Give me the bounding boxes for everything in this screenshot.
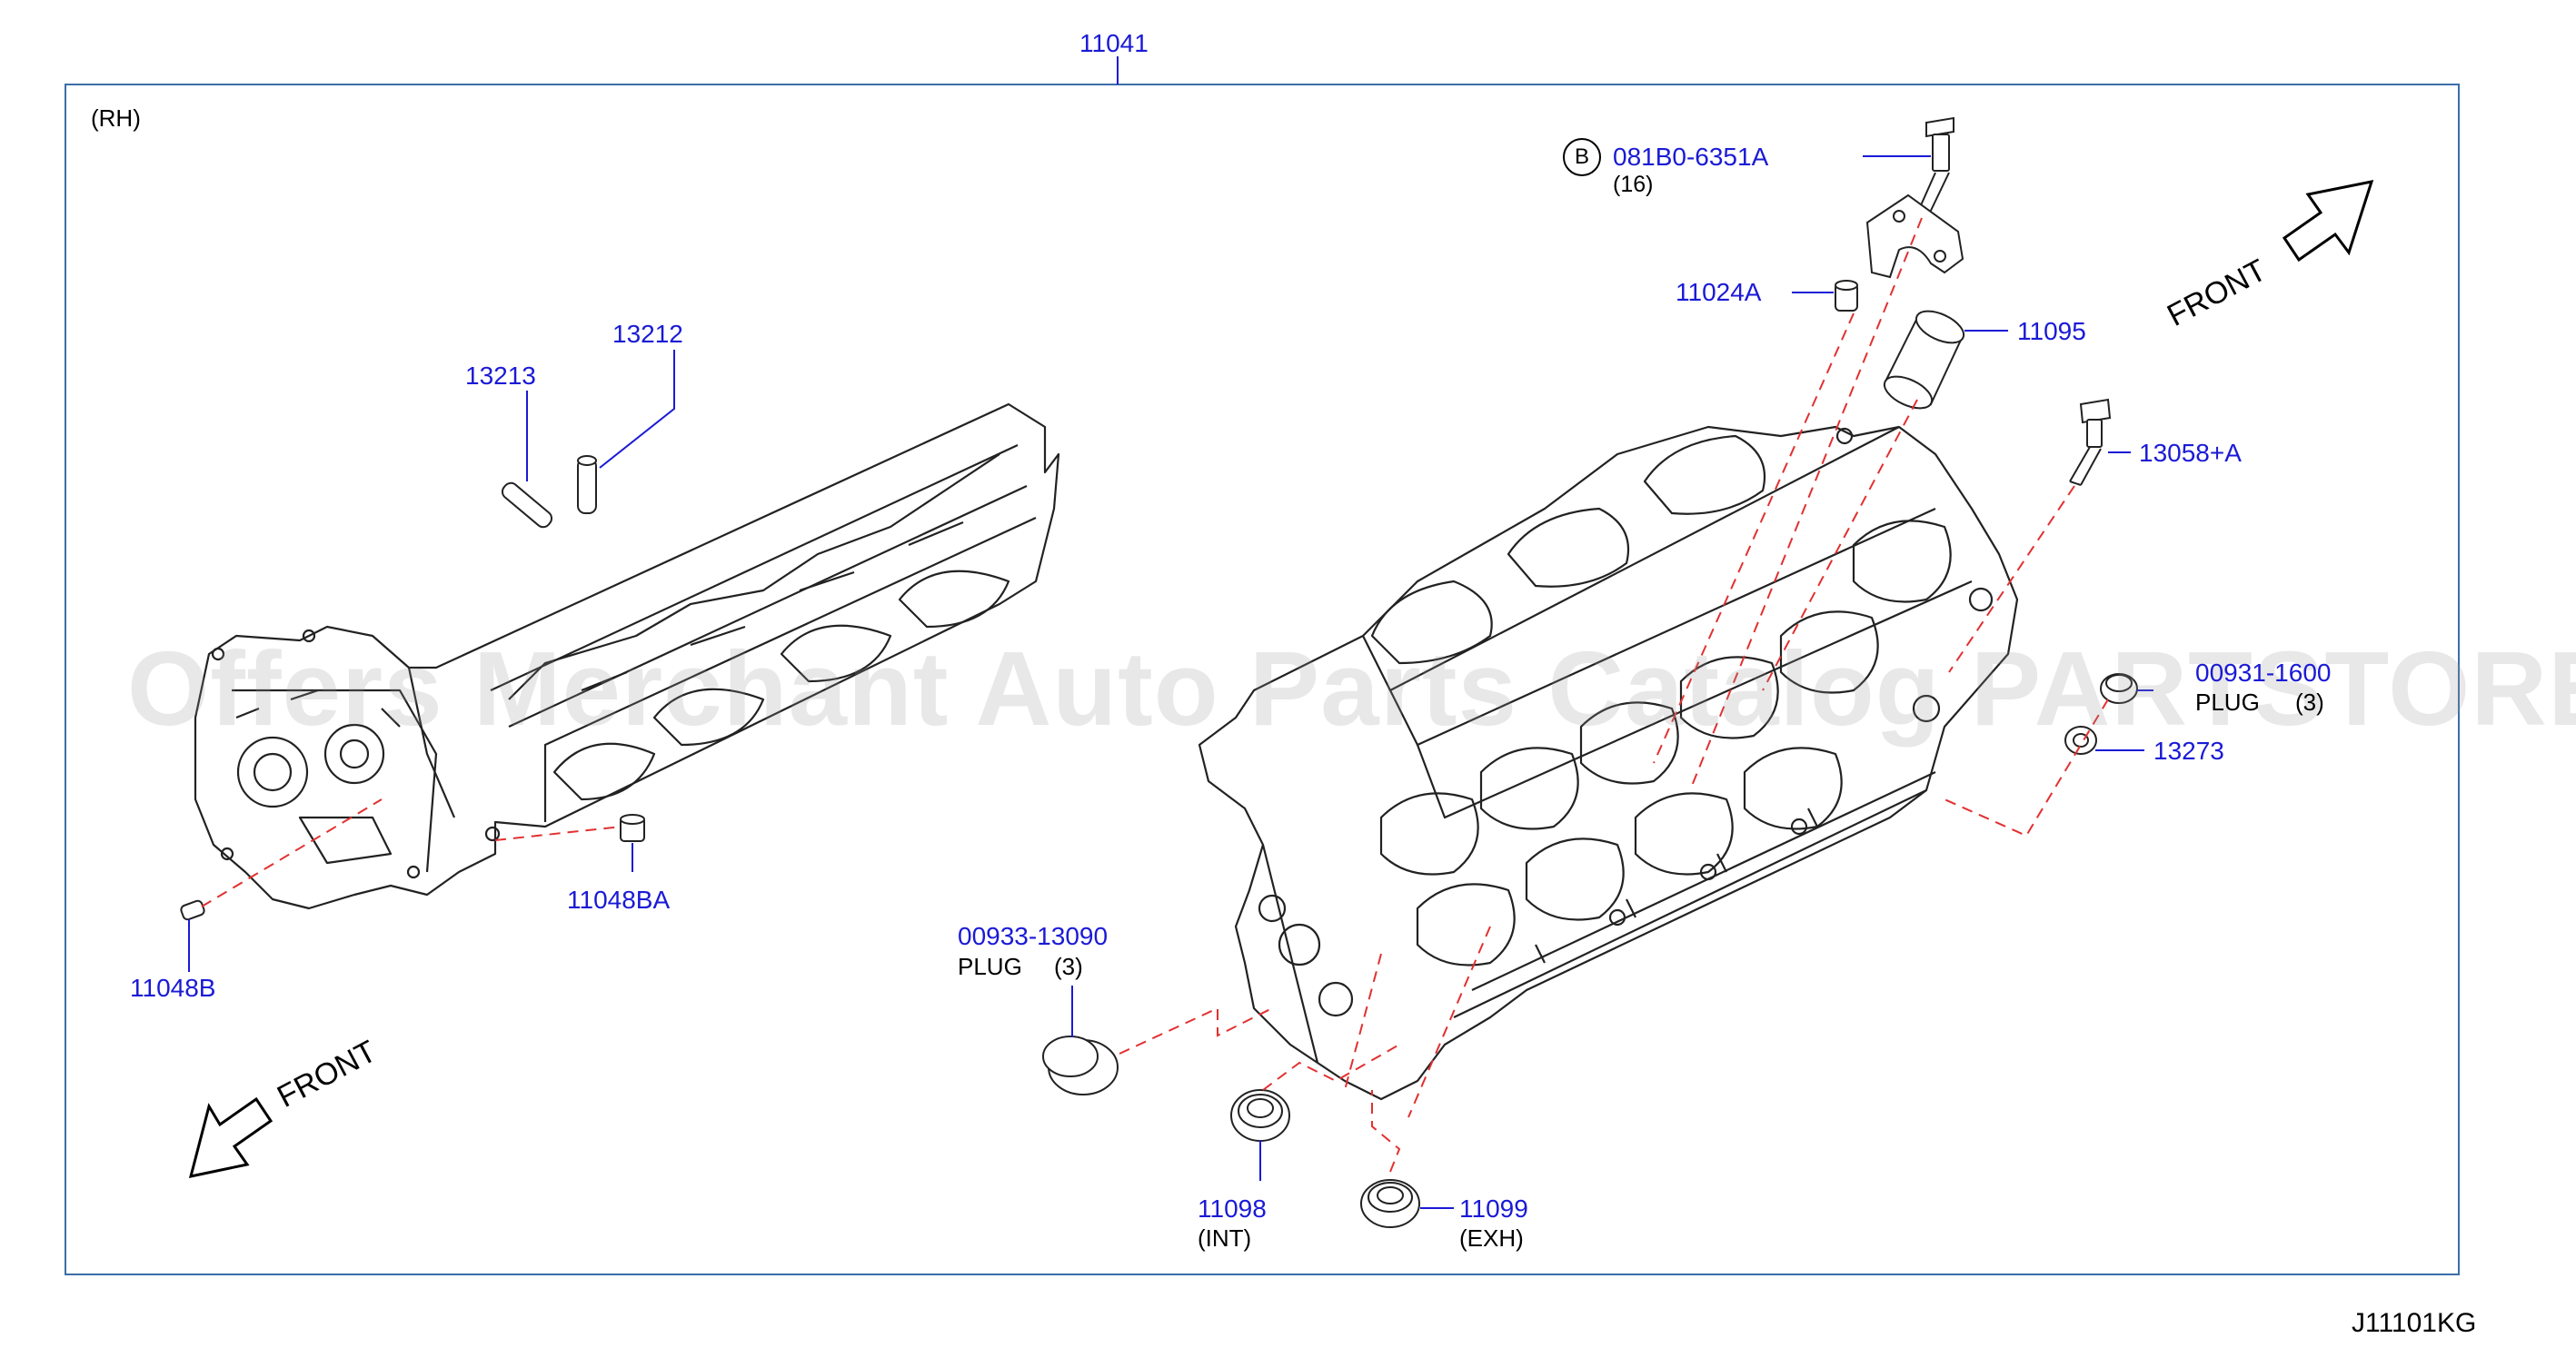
part-qty-00931: (3) [2295, 689, 2324, 716]
plug-00933-shape [1042, 1036, 1119, 1095]
left-cylinder-head [194, 402, 1060, 910]
part-qty-081B0: (16) [1613, 172, 1654, 197]
valve-guide-13212-shape [577, 455, 597, 514]
part-label-13273[interactable]: 13273 [2153, 737, 2224, 765]
part-desc-00931: PLUG [2195, 689, 2260, 716]
bolt-badge: B [1563, 138, 1601, 176]
part-label-00931-1600[interactable]: 00931-1600 [2195, 659, 2332, 687]
part-desc-11099: (EXH) [1459, 1224, 1524, 1252]
seal-11098-shape [1230, 1089, 1290, 1142]
part-qty-00933: (3) [1054, 953, 1083, 980]
right-phantom-lines [1119, 217, 2109, 1173]
plug-00931-shape [2100, 673, 2138, 704]
valve-guide-13213-shape [501, 481, 553, 529]
part-label-11095[interactable]: 11095 [2017, 317, 2086, 345]
diagram-frame [65, 84, 2460, 1275]
left-small-parts [180, 455, 645, 921]
front-arrow-right [2282, 180, 2374, 263]
part-label-11048BA[interactable]: 11048BA [567, 886, 671, 914]
part-label-11024A[interactable]: 11024A [1676, 278, 1762, 306]
part-label-081B0-6351A[interactable]: 081B0-6351A [1613, 143, 1769, 171]
left-phantom-lines [201, 798, 622, 907]
bolt-13058A-shape [2069, 398, 2112, 486]
right-leaders [1071, 155, 2153, 1209]
dowel-11048BA-shape [620, 814, 645, 842]
watermark: Offers Merchant Auto Parts Catalog PARTS… [127, 629, 2576, 748]
part-desc-00933: PLUG [958, 953, 1022, 980]
bolt-081B0-shape [1916, 116, 1954, 217]
part-label-11048B[interactable]: 11048B [130, 974, 216, 1002]
part-label-13212[interactable]: 13212 [612, 320, 683, 348]
part-label-13213[interactable]: 13213 [465, 362, 536, 390]
part-label-00933-13090[interactable]: 00933-13090 [958, 922, 1109, 950]
tube-11095-shape [1883, 310, 1965, 410]
part-label-11099[interactable]: 11099 [1459, 1194, 1528, 1223]
right-cylinder-head [1198, 425, 2019, 1101]
drawing-code: J11101KG [2352, 1308, 2477, 1338]
left-leaders [188, 350, 675, 972]
part-label-11098[interactable]: 11098 [1198, 1194, 1267, 1223]
assembly-number[interactable]: 11041 [1079, 29, 1149, 57]
dowel-11024A-shape [1835, 280, 1858, 312]
part-label-13058A[interactable]: 13058+A [2139, 439, 2242, 467]
front-arrow-left [188, 1096, 274, 1178]
side-label: (RH) [91, 104, 141, 132]
part-desc-11098: (INT) [1198, 1224, 1252, 1252]
dowel-11048B-shape [180, 899, 205, 921]
seal-11099-shape [1360, 1179, 1420, 1228]
front-arrows [188, 180, 2374, 1178]
